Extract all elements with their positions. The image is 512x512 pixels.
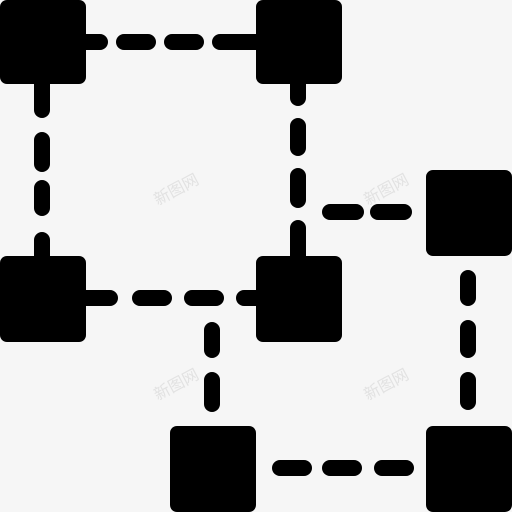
node-center	[256, 256, 342, 342]
watermark-2: 新图网	[361, 170, 412, 209]
watermark-4: 新图网	[361, 365, 412, 404]
node-right-upper	[426, 170, 512, 256]
connector-group	[34, 34, 476, 476]
node-middle-left	[0, 256, 86, 342]
node-top-left	[0, 0, 86, 84]
watermark-3: 新图网	[151, 365, 202, 404]
node-bottom-right	[426, 426, 512, 512]
node-bottom-middle	[170, 426, 256, 512]
watermark-1: 新图网	[151, 170, 202, 209]
node-top-middle	[256, 0, 342, 84]
